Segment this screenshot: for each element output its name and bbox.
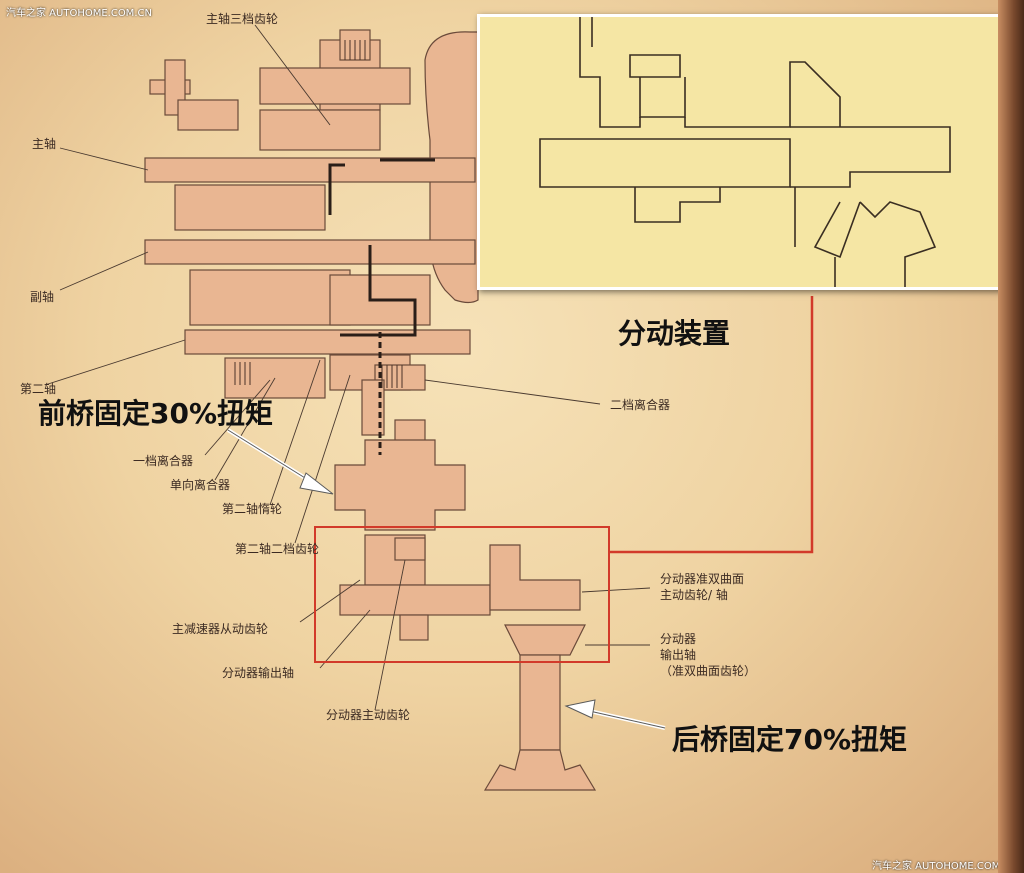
book-page-edge bbox=[998, 0, 1024, 873]
transfer-inset-drawing bbox=[539, 17, 951, 287]
label-final-drive-driven-gear: 主减速器从动齿轮 bbox=[172, 622, 269, 636]
label-second-shaft-second-gear: 第二轴二档齿轮 bbox=[235, 542, 320, 556]
callout-front-axle: 前桥固定30%扭矩 bbox=[38, 397, 274, 430]
label-second-shaft-idler: 第二轴惰轮 bbox=[222, 502, 283, 516]
label-second-shaft: 第二轴 bbox=[20, 382, 57, 396]
power-flow-path bbox=[328, 158, 435, 455]
label-transfer-output-shaft: 分动器输出轴 bbox=[222, 666, 295, 680]
rear-axle-arrow bbox=[564, 699, 666, 730]
label-transfer-output-line3: （准双曲面齿轮） bbox=[660, 664, 757, 678]
label-transfer-drive-gear: 分动器主动齿轮 bbox=[326, 708, 411, 722]
label-main-shaft: 主轴 bbox=[32, 137, 57, 151]
transfer-highlight-box bbox=[314, 526, 610, 663]
callout-transfer-unit: 分动装置 bbox=[618, 317, 731, 350]
label-main-shaft-third-gear: 主轴三档齿轮 bbox=[206, 12, 279, 26]
label-second-gear-clutch: 二档离合器 bbox=[610, 398, 671, 412]
label-transfer-output-line2: 输出轴 bbox=[660, 648, 697, 662]
callout-rear-axle: 后桥固定70%扭矩 bbox=[672, 723, 908, 756]
transfer-inset bbox=[477, 14, 1011, 290]
label-first-gear-clutch: 一档离合器 bbox=[133, 454, 194, 468]
label-transfer-hypoid-line2: 主动齿轮/ 轴 bbox=[660, 588, 728, 602]
watermark-bottom-right: 汽车之家 AUTOHOME.COM.CN bbox=[872, 861, 1018, 872]
transfer-connector-line bbox=[610, 296, 814, 554]
label-countershaft: 副轴 bbox=[30, 290, 55, 304]
main-shaft-bar bbox=[144, 157, 476, 183]
label-transfer-output-line1: 分动器 bbox=[660, 632, 697, 646]
watermark-top-left: 汽车之家 AUTOHOME.COM.CN bbox=[6, 8, 152, 19]
rear-output-shaft bbox=[519, 654, 561, 751]
countershaft-bar bbox=[144, 239, 476, 265]
differential-housing bbox=[334, 439, 466, 531]
label-one-way-clutch: 单向离合器 bbox=[170, 478, 231, 492]
front-axle-arrow bbox=[226, 428, 334, 495]
label-transfer-hypoid-line1: 分动器准双曲面 bbox=[660, 572, 745, 586]
second-shaft-bar bbox=[184, 329, 471, 355]
